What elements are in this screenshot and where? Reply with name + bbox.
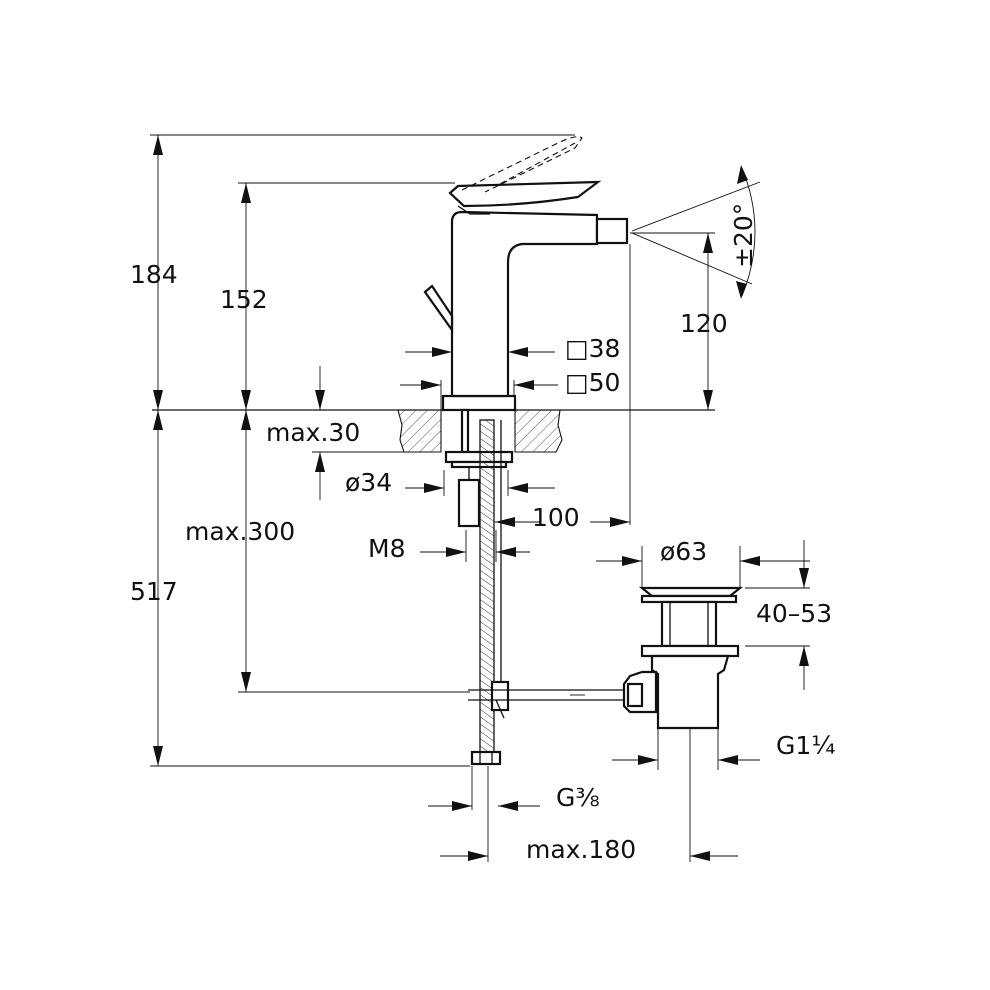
dim-label-below-deck: max.300	[185, 517, 295, 546]
dim-label-hole-diameter: ø34	[345, 468, 392, 497]
mounting-assembly	[444, 408, 630, 766]
dim-label-deck-thickness: max.30	[266, 418, 360, 447]
faucet-body	[423, 136, 629, 412]
dim-label-reach: 100	[532, 503, 580, 532]
dim-label-base-width: □50	[565, 368, 620, 397]
dimension-lines	[150, 134, 810, 862]
dim-label-stud-thread: M8	[368, 534, 405, 563]
dim-label-waste-adjust: 40–53	[756, 599, 832, 628]
countertop-section	[152, 409, 715, 453]
dim-label-184: 184	[130, 260, 178, 289]
dim-label-spray-angle: ±20°	[729, 203, 758, 268]
pop-up-waste	[622, 586, 744, 730]
dim-label-waste-thread: G1¼	[776, 731, 836, 760]
dim-label-120: 120	[680, 309, 728, 338]
dim-label-body-width: □38	[565, 334, 620, 363]
dim-label-waste-diameter: ø63	[660, 537, 707, 566]
dim-label-152: 152	[220, 285, 268, 314]
dim-label-hose-thread: G⅜	[556, 783, 600, 812]
dim-label-waste-offset: max.180	[526, 835, 636, 864]
dim-label-517: 517	[130, 577, 178, 606]
